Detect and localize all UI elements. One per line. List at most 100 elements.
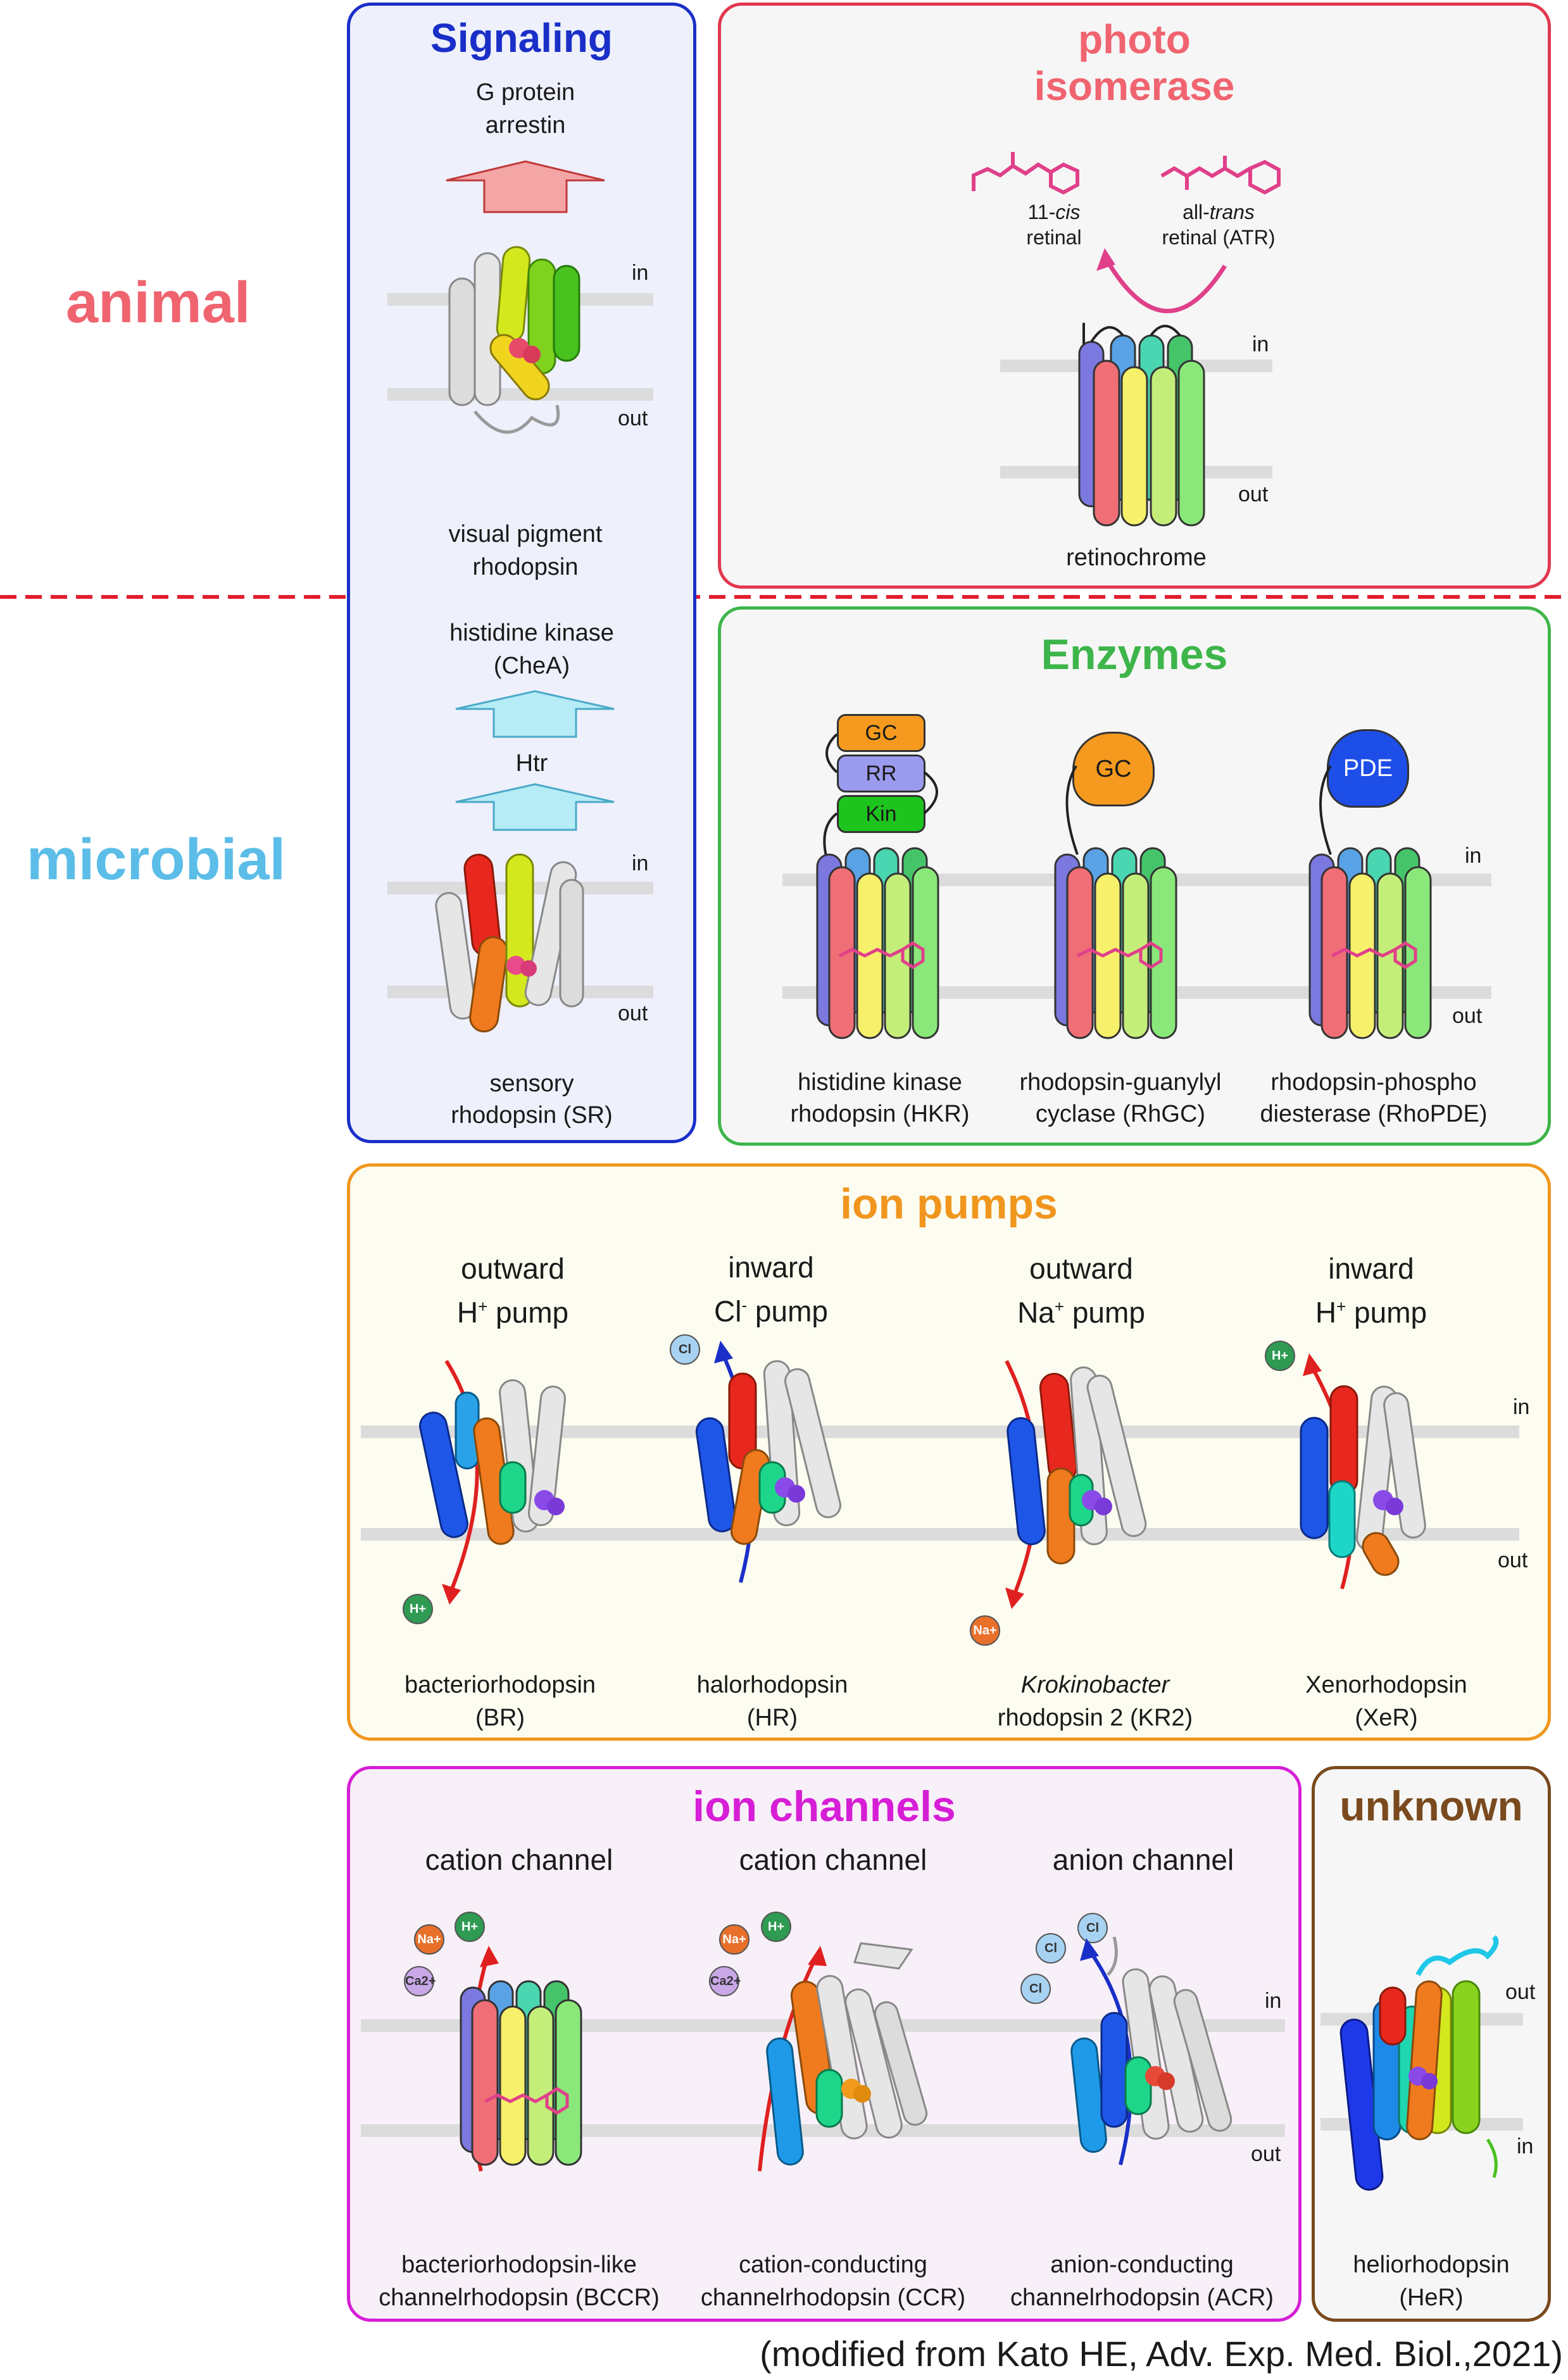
ccr-na-ion: Na+: [719, 1924, 750, 1955]
cyan-arrow-lower: [455, 783, 615, 831]
chea-label-1: histidine kinase: [449, 620, 614, 646]
ccr-header: cation channel: [739, 1843, 927, 1876]
bccr-header: cation channel: [425, 1843, 613, 1876]
kr2-na-ion: Na+: [970, 1615, 1000, 1646]
sensory-rhodopsin-structure: [435, 853, 584, 1032]
acr-cl-ion-1: Cl: [1036, 1933, 1066, 1964]
hr-ion: Cl: [714, 1294, 742, 1328]
membrane-bottom: [361, 1528, 1519, 1541]
11-cis-retinal-molecule: [972, 152, 1079, 195]
xer-name-2: (XeR): [1355, 1705, 1418, 1731]
acr-structure: [1070, 1936, 1232, 2165]
trans-line2: retinal (ATR): [1162, 226, 1276, 249]
microbial-label: microbial: [27, 827, 286, 892]
rhopde-helix-bundle: [1308, 847, 1432, 1039]
membrane-top: [1000, 360, 1272, 372]
kr2-name-1: Krokinobacter: [1020, 1672, 1170, 1698]
photo-isomerase-title-1: photo: [1078, 16, 1191, 62]
xer-ion-sup: +: [1336, 1297, 1346, 1316]
kr2-ion-sup: +: [1054, 1297, 1065, 1316]
kr2-pump-word: pump: [1064, 1296, 1145, 1329]
all-trans-retinal-molecule: [1160, 156, 1281, 195]
kin-domain-box: Kin: [837, 795, 925, 833]
retinochrome-helix-bundle: [1078, 323, 1205, 527]
out-label: out: [1505, 1980, 1536, 2004]
kr2-header-1: outward: [1029, 1252, 1133, 1285]
rhgc-label-2: cyclase (RhGC): [1035, 1101, 1206, 1127]
out-label: out: [1498, 1548, 1528, 1572]
trans-prefix: all-: [1182, 201, 1210, 223]
out-label: out: [1452, 1004, 1483, 1028]
pde-blob: PDE: [1327, 729, 1409, 808]
hr-name-2: (HR): [746, 1705, 798, 1731]
br-ion-sup: +: [478, 1297, 488, 1316]
visual-rhodopsin-structure: [448, 246, 580, 434]
heliorhodopsin-label-1: heliorhodopsin: [1353, 2252, 1510, 2278]
htr-label: Htr: [515, 750, 548, 777]
bccr-na-ion: Na+: [414, 1924, 444, 1955]
bccr-name-1: bacteriorhodopsin-like: [401, 2252, 637, 2278]
kr2-header-2: Na+ pump: [955, 1287, 1208, 1331]
unknown-title: unknown: [1339, 1782, 1523, 1829]
hkr-helix-bundle: [816, 847, 939, 1039]
signaling-up-arrow-pink: [446, 160, 605, 213]
ccr-name-1: cation-conducting: [739, 2252, 927, 2278]
in-label: in: [1252, 332, 1269, 356]
trans-italic: trans: [1209, 201, 1255, 223]
all-trans-retinal-label: all-trans retinal (ATR): [1146, 199, 1291, 250]
citation: (modified from Kato HE, Adv. Exp. Med. B…: [760, 2334, 1563, 2374]
br-h-ion: H+: [403, 1594, 433, 1624]
acr-header: anion channel: [1052, 1843, 1234, 1876]
rhopde-label-2: diesterase (RhoPDE): [1260, 1101, 1488, 1127]
ion-pumps-title: ion pumps: [840, 1180, 1058, 1228]
hkr-label-1: histidine kinase: [798, 1069, 962, 1096]
rr-domain-box: RR: [837, 755, 925, 792]
cis-prefix: 11-: [1027, 201, 1056, 223]
g-protein-label: G protein: [475, 79, 575, 106]
out-label: out: [1238, 482, 1269, 506]
xer-structure: [1300, 1353, 1426, 1589]
enzyme-blob-linkers: [1065, 765, 1332, 855]
membrane-bottom: [361, 2124, 1285, 2137]
acr-name-1: anion-conducting: [1050, 2252, 1234, 2278]
animal-label: animal: [66, 270, 251, 335]
11-cis-retinal-label: 11-cis retinal: [988, 199, 1120, 250]
acr-cl-ion-3: Cl: [1020, 1974, 1051, 2004]
gc-domain-box: GC: [837, 714, 925, 752]
signaling-title: Signaling: [430, 15, 613, 61]
in-label: in: [632, 851, 649, 875]
br-pump-word: pump: [487, 1296, 569, 1329]
sensory-rhodopsin-label-1: sensory: [489, 1070, 574, 1097]
cis-line2: retinal: [1026, 226, 1082, 249]
arrestin-label: arrestin: [485, 112, 566, 139]
out-label: out: [1251, 2142, 1281, 2166]
rhgc-label-1: rhodopsin-guanylyl: [1019, 1069, 1222, 1096]
cyan-arrow-upper: [455, 690, 615, 738]
bccr-name-2: channelrhodopsin (BCCR): [379, 2284, 660, 2311]
cis-italic: cis: [1055, 201, 1081, 223]
hr-structure: [695, 1341, 841, 1583]
hr-cl-ion: Cl: [670, 1334, 700, 1365]
out-label: out: [618, 1001, 648, 1025]
xer-header-2: H+ pump: [1245, 1287, 1498, 1331]
br-name-2: (BR): [475, 1705, 525, 1731]
acr-cl-ion-2: Cl: [1077, 1913, 1108, 1943]
ccr-structure: [758, 1942, 928, 2172]
ccr-ca-ion: Ca2+: [709, 1966, 741, 1996]
sensory-rhodopsin-label-2: rhodopsin (SR): [451, 1102, 613, 1129]
heliorhodopsin-label-2: (HeR): [1399, 2284, 1464, 2311]
hr-ion-sup: -: [741, 1296, 748, 1315]
in-label: in: [632, 261, 649, 285]
br-ion: H: [456, 1296, 479, 1329]
br-name-1: bacteriorhodopsin: [404, 1672, 596, 1698]
hr-pump-word: pump: [747, 1294, 828, 1328]
xer-h-ion: H+: [1265, 1341, 1295, 1371]
retinochrome-label: retinochrome: [1066, 544, 1207, 571]
photo-isomerase-title-2: isomerase: [1034, 63, 1235, 109]
xer-ion: H: [1315, 1296, 1337, 1329]
in-label: in: [1465, 844, 1482, 868]
enzymes-title: Enzymes: [1041, 630, 1228, 679]
br-header-1: outward: [461, 1252, 565, 1285]
xer-name-1: Xenorhodopsin: [1305, 1672, 1467, 1698]
bccr-structure: [460, 1946, 582, 2172]
